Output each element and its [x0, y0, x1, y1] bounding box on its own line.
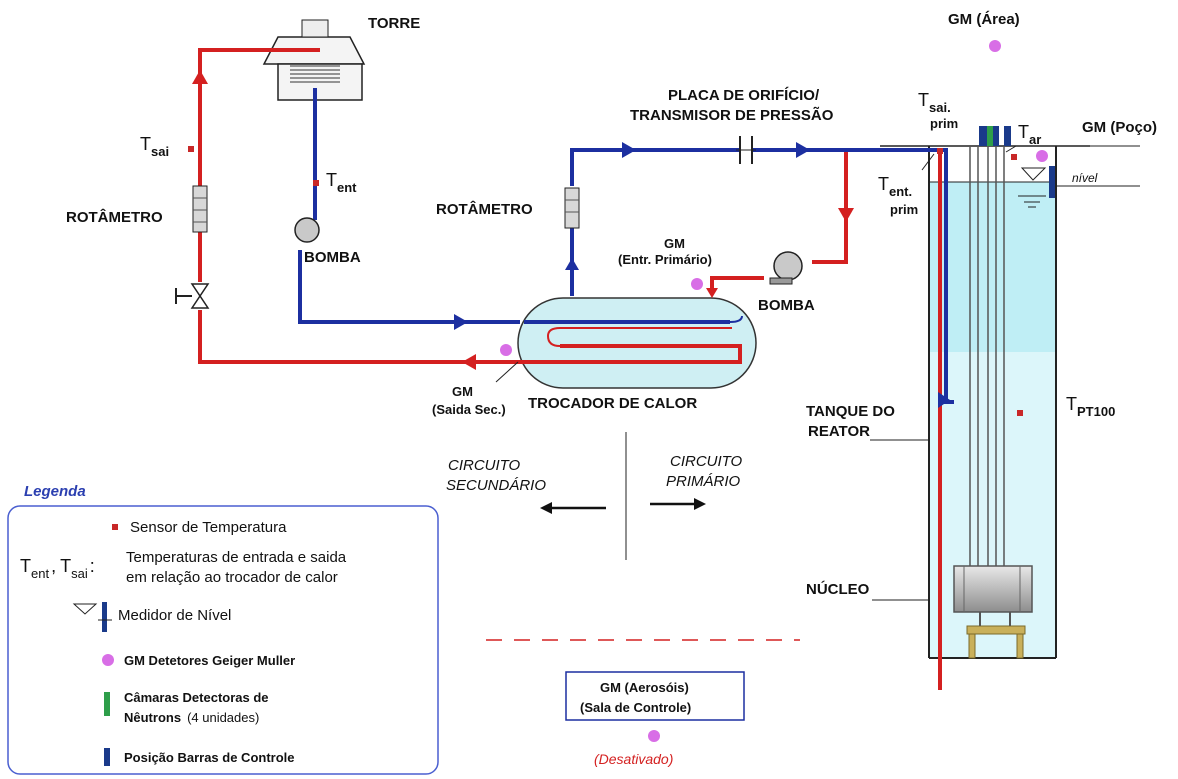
label-bomba-right: BOMBA: [758, 297, 815, 314]
legend-gm: GM Detetores Geiger Muller: [124, 653, 295, 668]
label-t-sai-prim: Tsai.: [918, 90, 951, 115]
direction-arrows: [540, 498, 706, 514]
exchanger-coil-cold: [729, 315, 743, 323]
neutron-chambers: [979, 126, 1011, 146]
flow-arrows: [192, 70, 950, 408]
pump-right-icon: [769, 251, 803, 285]
pump-left-icon: [294, 217, 320, 243]
rotameter-left-icon: [192, 185, 208, 233]
label-gm-saida-1: GM: [452, 384, 473, 399]
label-trocador: TROCADOR DE CALOR: [528, 395, 697, 412]
legend-camaras-icon: [104, 692, 110, 716]
legend-gm-icon: [102, 654, 114, 666]
label-placa-1: PLACA DE ORIFÍCIO/: [668, 87, 820, 104]
label-circ-sec-1: CIRCUITO: [448, 457, 521, 474]
label-gm-saida-2: (Saida Sec.): [432, 402, 506, 417]
legend-level-icon: [72, 602, 112, 632]
label-nucleo: NÚCLEO: [806, 580, 870, 598]
legend-barras-icon: [104, 748, 110, 766]
legend-sensor-icon: [112, 524, 118, 530]
label-t-ent: Tent: [326, 170, 357, 195]
label-circ-prim-2: PRIMÁRIO: [666, 473, 741, 490]
legend-camaras-2: Nêutrons(4 unidades): [124, 710, 259, 725]
label-t-ent-prim: Tent.: [878, 174, 912, 199]
label-circ-prim-1: CIRCUITO: [670, 453, 743, 470]
exchanger-coil: [546, 327, 732, 347]
label-t-sai: Tsai: [140, 134, 169, 159]
legend-barras: Posição Barras de Controle: [124, 750, 295, 765]
gm-saida-leader: [495, 361, 519, 383]
level-meter: [1018, 166, 1055, 208]
legend-camaras-1: Câmaras Detectoras de: [124, 690, 269, 705]
legend-sensor: Sensor de Temperatura: [130, 519, 287, 536]
leader-lines: [870, 145, 1140, 601]
legend-title: Legenda: [24, 483, 86, 500]
label-tanque-1: TANQUE DO: [806, 403, 895, 420]
label-torre: TORRE: [368, 15, 420, 32]
legend-tent-tsai: Tent,Tsai:: [20, 556, 95, 581]
label-nivel: nível: [1072, 171, 1098, 185]
label-gm-entr-1: GM: [664, 236, 685, 251]
label-gm-poco: GM (Poço): [1082, 119, 1157, 136]
legend-nivel: Medidor de Nível: [118, 607, 231, 624]
gm-detectors: [500, 40, 1048, 742]
label-circ-sec-2: SECUNDÁRIO: [446, 477, 546, 494]
label-gm-area: GM (Área): [948, 11, 1020, 28]
valve-icon: [175, 283, 210, 309]
label-tanque-2: REATOR: [808, 423, 870, 440]
label-rotametro-mid: ROTÂMETRO: [436, 200, 533, 218]
temperature-sensors: [188, 146, 1023, 416]
label-desativado: (Desativado): [594, 751, 673, 767]
label-rotametro-left: ROTÂMETRO: [66, 208, 163, 226]
gm-aerosois-box: [565, 671, 745, 721]
label-placa-2: TRANSMISOR DE PRESSÃO: [630, 106, 834, 124]
legend-box: [7, 505, 439, 775]
label-t-sai-prim-sub2: prim: [930, 116, 958, 131]
cold-pipes: [298, 88, 954, 404]
label-t-ent-prim-sub2: prim: [890, 202, 918, 217]
label-gm-entr-2: (Entr. Primário): [618, 252, 712, 267]
label-gm-aero-1: GM (Aerosóis): [600, 680, 689, 695]
heat-exchanger: [517, 297, 757, 389]
orifice-plate-icon: [736, 136, 756, 164]
legend-temps-2: em relação ao trocador de calor: [126, 569, 338, 586]
legend-temps-1: Temperaturas de entrada e saida: [126, 549, 347, 566]
label-t-ar: Tar: [1018, 122, 1041, 147]
label-gm-aero-2: (Sala de Controle): [580, 700, 691, 715]
label-tpt100: TPT100: [1066, 394, 1115, 419]
label-bomba-left: BOMBA: [304, 249, 361, 266]
reactor-core: [953, 565, 1033, 659]
rotameter-mid-icon: [564, 187, 580, 229]
